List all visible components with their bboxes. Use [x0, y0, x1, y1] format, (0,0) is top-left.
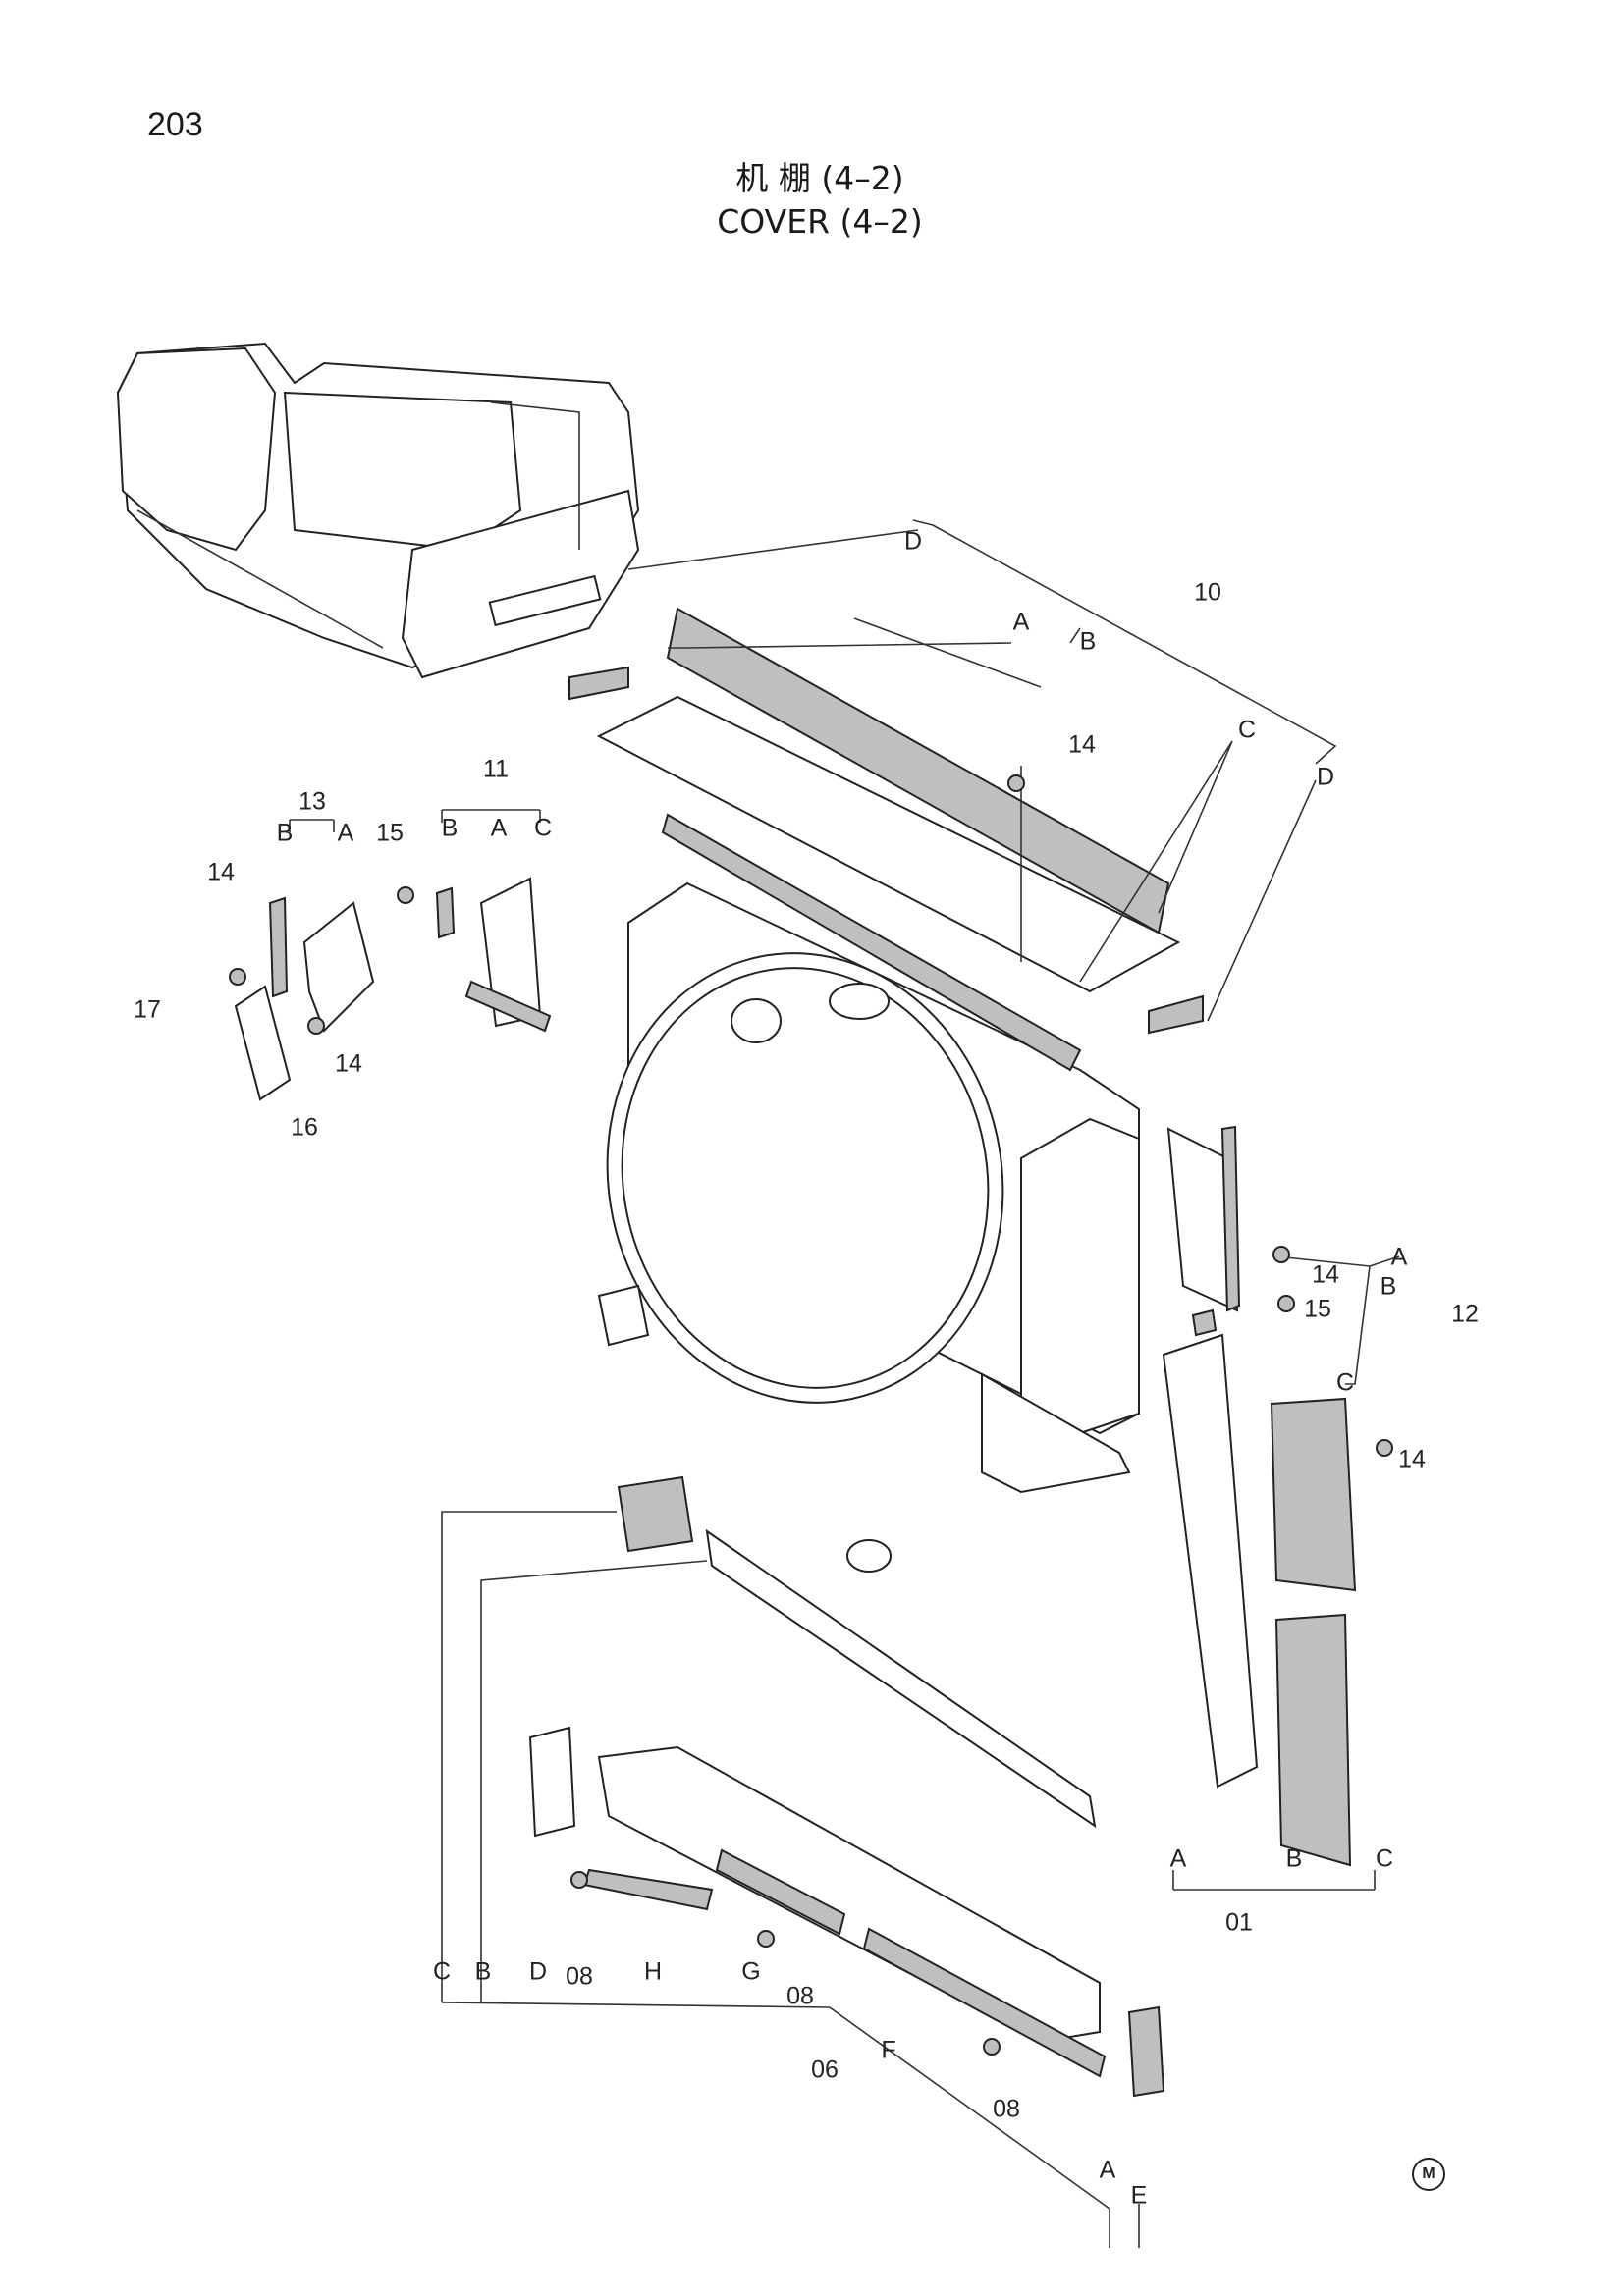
title-english: COVER (4–2) [717, 202, 923, 240]
label-11: 11 [483, 756, 509, 783]
label-11-a: A [491, 815, 508, 842]
label-13-b: B [277, 820, 294, 847]
part-10-top-cover [568, 607, 1204, 1072]
label-06-g: G [741, 1958, 760, 1986]
label-13: 13 [298, 788, 326, 816]
label-06-f: F [881, 2037, 895, 2064]
label-06-h: H [644, 1958, 662, 1986]
label-17: 17 [134, 996, 161, 1024]
label-06: 06 [811, 2056, 839, 2084]
label-13-a: A [338, 820, 354, 847]
label-06-c: C [433, 1958, 451, 1986]
label-10-d-left: D [904, 528, 922, 556]
label-10: 10 [1194, 579, 1221, 607]
parts-13-11-16-brackets [234, 877, 552, 1101]
part-labels: 10 A B C D D 14 13 A B 11 A B C 14 15 14… [134, 528, 1479, 2210]
label-01-c: C [1376, 1845, 1393, 1873]
label-14-lower-left: 14 [335, 1050, 362, 1078]
label-01-a: A [1170, 1845, 1187, 1873]
label-11-c: C [534, 815, 552, 842]
label-15-right: 15 [1304, 1296, 1331, 1323]
excavator-overview-illustration [116, 342, 640, 679]
part-01-side-covers [1162, 1333, 1357, 1867]
label-08-right: 08 [993, 2096, 1020, 2123]
label-06-e: E [1131, 2182, 1148, 2210]
label-16: 16 [291, 1114, 318, 1142]
m-mark-symbol: M [1412, 2158, 1445, 2191]
label-14-left: 14 [207, 859, 235, 886]
leader-lines [289, 519, 1400, 2248]
label-14-right: 14 [1312, 1261, 1339, 1289]
label-11-b: B [442, 815, 459, 842]
bolt-markers [229, 774, 1393, 2056]
label-10-c: C [1238, 717, 1256, 744]
label-12-a: A [1391, 1244, 1408, 1271]
page-number: 203 [147, 106, 203, 143]
label-15-left: 15 [376, 820, 404, 847]
label-10-d-right: D [1317, 764, 1334, 791]
label-12-c: C [1336, 1369, 1354, 1397]
label-14-far-right: 14 [1398, 1446, 1426, 1473]
label-01: 01 [1225, 1909, 1253, 1937]
label-10-b: B [1080, 628, 1097, 656]
label-06-d: D [529, 1958, 547, 1986]
label-08-middle: 08 [786, 1983, 814, 2010]
label-10-a: A [1013, 609, 1030, 636]
label-12: 12 [1451, 1301, 1479, 1328]
label-12-b: B [1380, 1273, 1397, 1301]
part-06-bottom-covers [528, 1475, 1165, 2098]
title-chinese: 机 棚 (4–2) [735, 159, 904, 197]
label-06-b: B [475, 1958, 492, 1986]
label-14-top: 14 [1068, 731, 1096, 759]
radiator-assembly [597, 881, 1140, 1573]
title-block: 机 棚 (4–2) COVER (4–2) [589, 157, 1051, 243]
label-08-left: 08 [566, 1963, 593, 1991]
part-12-right-brackets [1166, 1125, 1241, 1337]
label-01-b: B [1286, 1845, 1303, 1873]
label-06-a: A [1100, 2157, 1116, 2184]
